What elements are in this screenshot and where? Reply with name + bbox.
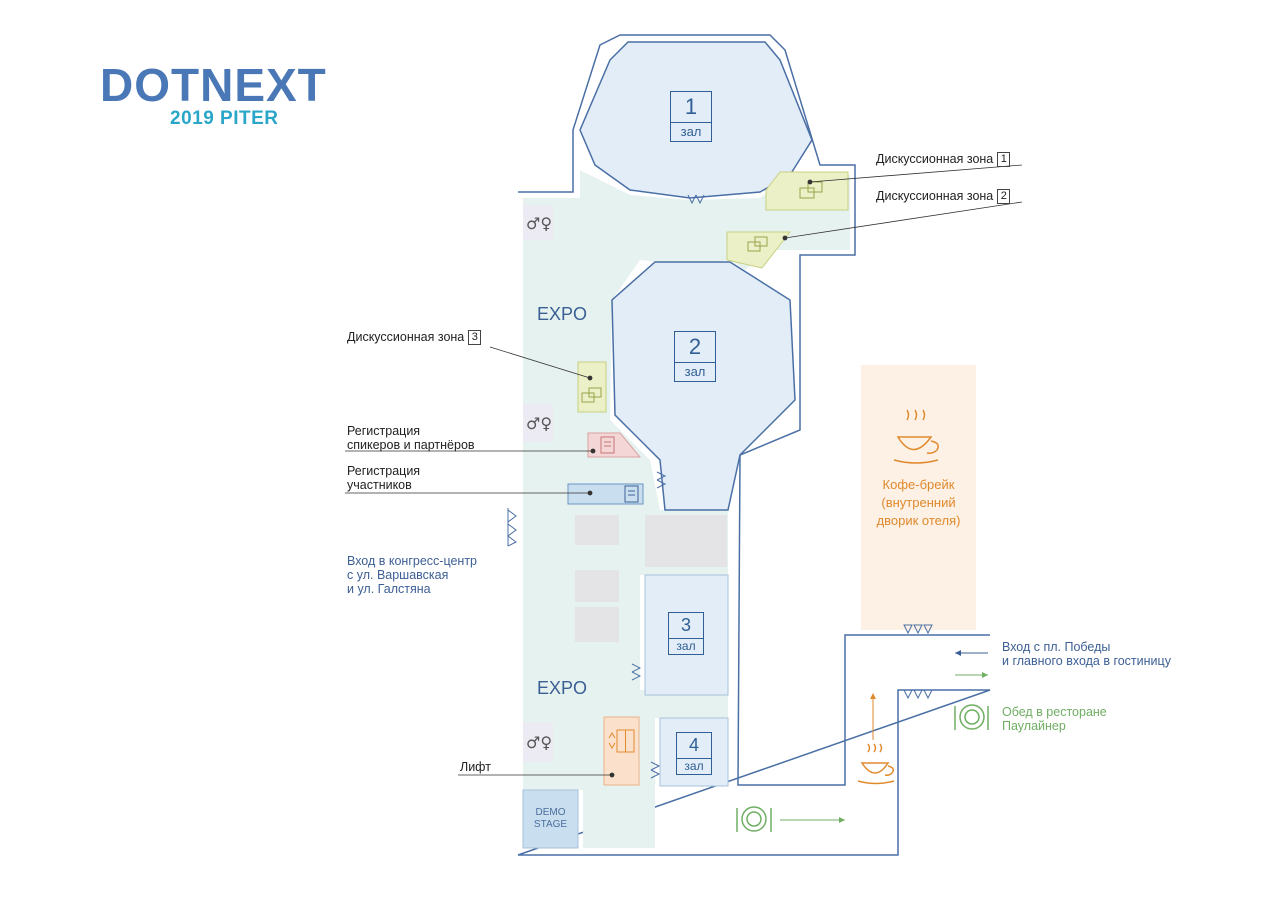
discussion-zone-number: 2 <box>997 189 1011 205</box>
discussion-zone-label-text: Дискуссионная зона <box>876 189 994 203</box>
label-line: Регистрация <box>347 464 421 478</box>
label-line: Регистрация <box>347 424 421 438</box>
lift-label[interactable]: Лифт <box>460 760 491 774</box>
room-gray <box>575 607 619 642</box>
hall-1-area <box>579 41 813 199</box>
hall-number: 1 <box>671 92 711 123</box>
label-line: участников <box>347 478 412 492</box>
hall-4-sign[interactable]: 4 зал <box>676 732 712 775</box>
registration-icon <box>624 485 639 503</box>
speaker-registration-label[interactable]: Регистрация спикеров и партнёров <box>347 424 475 452</box>
svg-text:♂♀: ♂♀ <box>526 214 552 233</box>
label-line: Кофе-брейк <box>882 477 955 492</box>
label-line: (внутренний <box>881 495 956 510</box>
logo-subtitle: 2019 PITER <box>170 108 279 129</box>
hall-2-sign[interactable]: 2 зал <box>674 331 716 382</box>
door-icon <box>903 689 933 700</box>
discussion-zone-label-text: Дискуссионная зона <box>347 330 465 344</box>
coffee-break-area <box>861 365 976 630</box>
demo-stage-label[interactable]: DEMO STAGE <box>523 807 578 831</box>
hall-1-sign[interactable]: 1 зал <box>670 91 712 142</box>
label-line: Вход с пл. Победы <box>1002 640 1111 654</box>
coffee-break-label[interactable]: Кофе-брейк (внутренний дворик отеля) <box>861 476 976 530</box>
svg-text:♂♀: ♂♀ <box>526 414 552 433</box>
coffee-cup-icon <box>893 409 939 464</box>
plate-icon <box>954 704 989 730</box>
room-gray <box>575 515 619 545</box>
restroom-icon: ♂♀ <box>523 205 553 240</box>
hall-number: 3 <box>669 613 703 639</box>
svg-text:♂♀: ♂♀ <box>526 733 552 752</box>
lift-area <box>603 716 640 786</box>
hall-3-area <box>644 574 729 696</box>
hall-number: 2 <box>675 332 715 363</box>
restroom-icon: ♂♀ <box>523 722 553 762</box>
label-line: Обед в ресторане <box>1002 705 1107 719</box>
participant-registration-label[interactable]: Регистрация участников <box>347 464 420 492</box>
hall-3-sign[interactable]: 3 зал <box>668 612 704 655</box>
door-icon <box>507 508 517 547</box>
door-icon <box>687 194 705 205</box>
discussion-zone-number: 1 <box>997 152 1011 168</box>
door-icon <box>631 471 667 779</box>
hall-label: зал <box>680 124 702 139</box>
discussion-zone-2-area <box>726 231 792 269</box>
registration-icon <box>600 436 615 454</box>
discussion-zone-1-area <box>765 171 849 211</box>
label-line: Вход в конгресс-центр <box>347 554 478 568</box>
door-icon <box>903 624 933 635</box>
expo-area <box>523 170 850 848</box>
main-entrance-label[interactable]: Вход с пл. Победы и главного входа в гос… <box>1002 640 1171 668</box>
label-line: DEMO <box>535 807 566 818</box>
leader-lines <box>345 164 1023 778</box>
discussion-zone-number: 3 <box>468 330 482 346</box>
label-line: спикеров и партнёров <box>347 438 475 452</box>
congress-entrance-label[interactable]: Вход в конгресс-центр с ул. Варшавская и… <box>347 554 477 596</box>
label-line: STAGE <box>533 819 568 830</box>
room-gray <box>645 515 727 567</box>
restroom-icon: ♂♀ <box>523 404 553 442</box>
chat-icon <box>747 236 768 252</box>
discussion-zone-label-text: Дискуссионная зона <box>876 152 994 166</box>
participant-registration-area <box>567 483 644 505</box>
discussion-zone-3-area <box>577 361 607 413</box>
hall-label: зал <box>684 759 704 773</box>
label-line: и ул. Галстяна <box>347 582 431 596</box>
expo-label: EXPO <box>537 304 588 324</box>
room-gray <box>575 570 619 602</box>
label-line: и главного входа в гостиницу <box>1002 654 1171 668</box>
demo-stage-area <box>522 789 579 849</box>
lunch-label[interactable]: Обед в ресторане Паулайнер <box>1002 705 1107 733</box>
label-line: Паулайнер <box>1002 719 1066 733</box>
plate-icon <box>736 806 772 832</box>
hall-number: 4 <box>677 733 711 759</box>
expo-label: EXPO <box>537 678 588 698</box>
hall-label: зал <box>676 639 696 653</box>
chat-icon <box>581 387 602 403</box>
hall-label: зал <box>684 364 706 379</box>
label-line: с ул. Варшавская <box>347 568 449 582</box>
lift-arrows-icon <box>608 732 616 749</box>
coffee-cup-icon <box>857 743 895 785</box>
arrow-icon <box>780 650 988 823</box>
hall-2-area <box>611 261 796 511</box>
label-line: дворик отеля) <box>876 513 961 528</box>
logo-title: DOTNEXT <box>100 59 327 111</box>
